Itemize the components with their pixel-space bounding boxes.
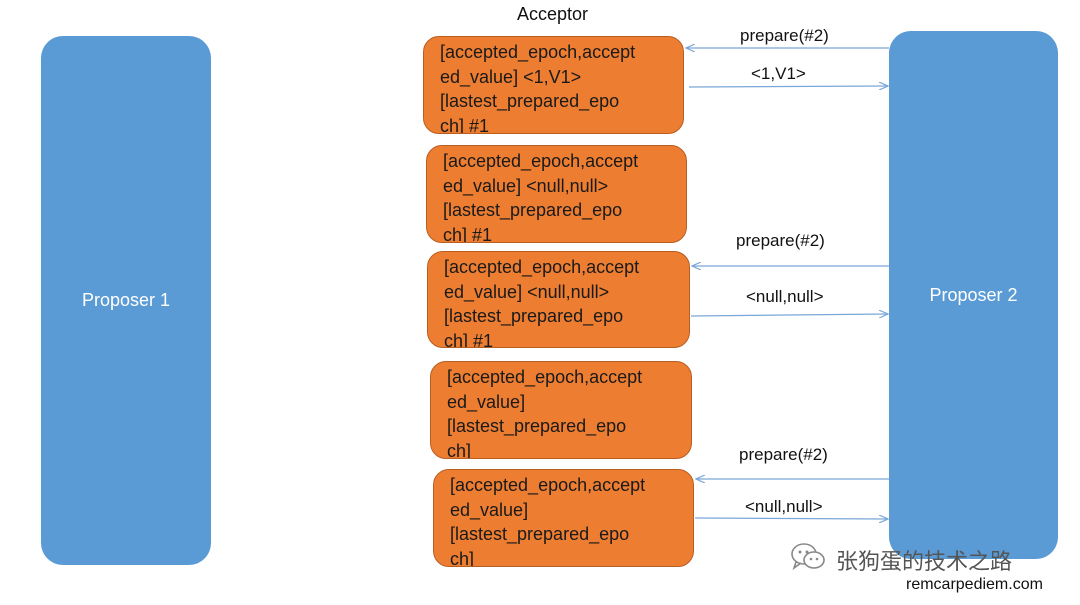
state-line: ch] #1 — [443, 224, 493, 243]
state-line: ch] — [447, 440, 472, 459]
message-label: prepare(#2) — [736, 231, 825, 250]
acceptor-state-box: [accepted_epoch,accept ed_value] <null,n… — [427, 251, 690, 348]
state-line: ed_value] <null,null> — [443, 175, 609, 196]
acceptor-state-box: [accepted_epoch,accept ed_value] [lastes… — [433, 469, 694, 567]
message-label: <null,null> — [746, 287, 824, 306]
state-line: [accepted_epoch,accept — [443, 151, 639, 171]
state-line: [lastest_prepared_epo — [447, 416, 627, 436]
proposer-2-label: Proposer 2 — [929, 284, 1018, 305]
message-label: <null,null> — [745, 497, 823, 516]
state-line: [lastest_prepared_epo — [440, 91, 620, 111]
acceptor-state-box: [accepted_epoch,accept ed_value] <null,n… — [426, 145, 687, 243]
state-line: ed_value] <1,V1> — [440, 66, 582, 87]
wechat-icon — [790, 542, 826, 577]
promise-arrow-2 — [690, 314, 888, 316]
acceptor-title: Acceptor — [517, 4, 589, 24]
state-line: [lastest_prepared_epo — [444, 306, 624, 326]
state-line: ch] #1 — [440, 115, 490, 134]
watermark: 张狗蛋的技术之路 — [790, 542, 1012, 577]
state-line: [accepted_epoch,accept — [444, 257, 640, 277]
state-line: ed_value] — [450, 499, 529, 520]
state-line: ch] — [450, 548, 475, 567]
proposer-1: Proposer 1 — [41, 36, 211, 565]
state-line: [accepted_epoch,accept — [450, 475, 646, 495]
promise-arrow-1 — [688, 86, 888, 87]
state-line: ed_value] — [447, 391, 526, 412]
proposer-2: Proposer 2 — [889, 31, 1058, 559]
promise-arrow-3 — [694, 518, 888, 519]
state-line: [lastest_prepared_epo — [450, 524, 630, 544]
message-label: prepare(#2) — [740, 26, 829, 45]
site-url: remcarpediem.com — [906, 576, 1043, 593]
state-line: [accepted_epoch,accept — [447, 367, 643, 387]
state-line: [lastest_prepared_epo — [443, 200, 623, 220]
state-line: ch] #1 — [444, 330, 494, 348]
acceptor-state-box: [accepted_epoch,accept ed_value] <1,V1> … — [423, 36, 684, 134]
state-line: ed_value] <null,null> — [444, 281, 610, 302]
proposer-1-label: Proposer 1 — [81, 290, 171, 310]
message-label: <1,V1> — [751, 64, 806, 83]
acceptor-state-box: [accepted_epoch,accept ed_value] [lastes… — [430, 361, 692, 459]
watermark-text: 张狗蛋的技术之路 — [836, 549, 1013, 575]
state-line: [accepted_epoch,accept — [440, 42, 636, 62]
message-label: prepare(#2) — [739, 445, 828, 464]
